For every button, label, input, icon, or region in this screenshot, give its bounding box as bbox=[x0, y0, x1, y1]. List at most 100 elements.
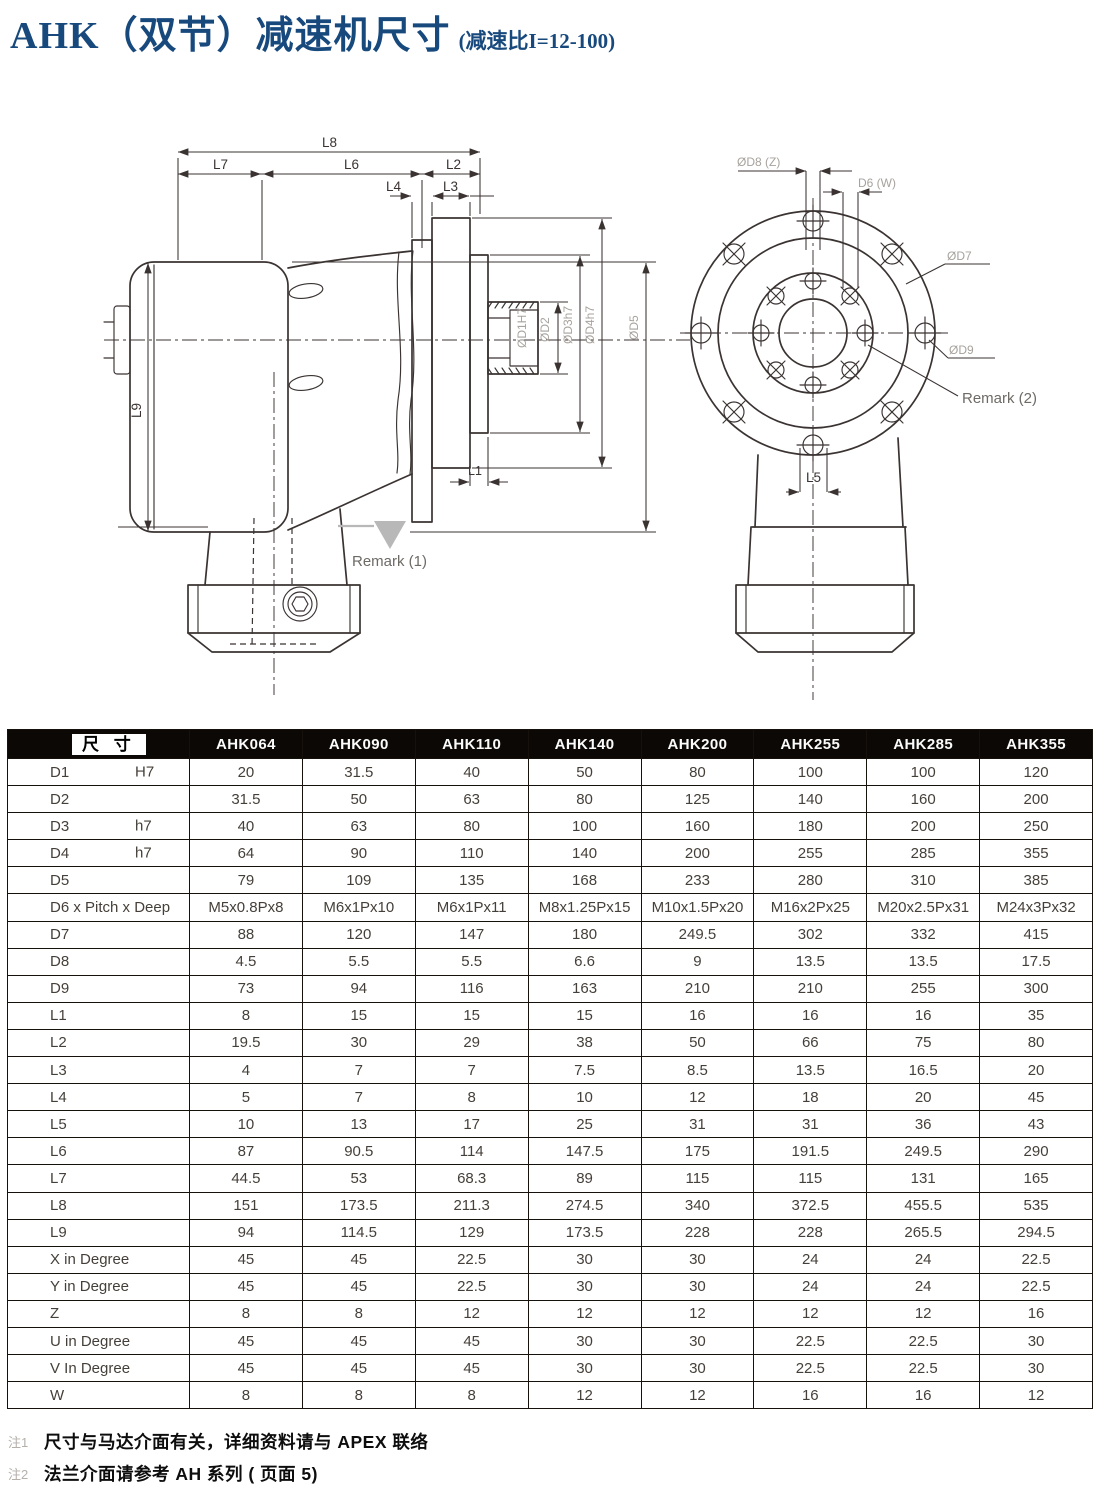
value-cell: 165 bbox=[979, 1164, 1093, 1193]
value-cell: 13.5 bbox=[866, 947, 981, 976]
row-name: Z bbox=[50, 1305, 60, 1323]
model-column-header: AHK090 bbox=[301, 729, 416, 759]
value-cell: 50 bbox=[527, 757, 642, 787]
value-cell: 29 bbox=[414, 1028, 529, 1058]
remark-1-label: Remark (1) bbox=[352, 553, 427, 570]
value-cell: 20 bbox=[189, 757, 303, 787]
value-cell: 355 bbox=[979, 839, 1093, 868]
outer-bolt-holes bbox=[684, 204, 942, 462]
value-cell: 7.5 bbox=[527, 1056, 642, 1085]
dia-label-d2: ØD2 bbox=[538, 317, 552, 342]
value-cell: 45 bbox=[301, 1326, 416, 1356]
row-label: L1 bbox=[7, 1001, 190, 1030]
row-label: L8 bbox=[7, 1191, 190, 1220]
dim-label-L7: L7 bbox=[213, 157, 228, 172]
value-cell: 12 bbox=[866, 1299, 981, 1328]
input-bell-housing bbox=[103, 261, 289, 533]
value-cell: 94 bbox=[301, 974, 416, 1003]
front-view-callouts: ØD8 (Z) D6 (W) ØD7 ØD9 bbox=[737, 155, 995, 496]
value-cell: 7 bbox=[301, 1056, 416, 1085]
value-cell: 88 bbox=[189, 920, 303, 949]
value-cell: 210 bbox=[753, 974, 868, 1003]
row-name: D7 bbox=[50, 926, 70, 944]
value-cell: 22.5 bbox=[753, 1326, 868, 1356]
row-name: D6 x Pitch x Deep bbox=[50, 899, 171, 917]
row-name: V In Degree bbox=[50, 1359, 131, 1377]
value-cell: 30 bbox=[640, 1354, 755, 1383]
row-name: L7 bbox=[50, 1169, 67, 1187]
value-cell: 294.5 bbox=[979, 1218, 1093, 1247]
value-cell: 22.5 bbox=[866, 1326, 981, 1356]
value-cell: 22.5 bbox=[414, 1245, 529, 1274]
row-label: L2 bbox=[7, 1028, 190, 1058]
value-cell: 24 bbox=[866, 1245, 981, 1274]
row-name: D1 bbox=[50, 763, 70, 781]
value-cell: 30 bbox=[301, 1028, 416, 1058]
value-cell: 45 bbox=[414, 1354, 529, 1383]
value-cell: 45 bbox=[189, 1326, 303, 1356]
row-label: L9 bbox=[7, 1218, 190, 1247]
value-cell: 332 bbox=[866, 920, 981, 949]
value-cell: 340 bbox=[640, 1191, 755, 1220]
value-cell: 25 bbox=[527, 1110, 642, 1139]
value-cell: 180 bbox=[527, 920, 642, 949]
value-cell: 415 bbox=[979, 920, 1093, 949]
value-cell: 180 bbox=[753, 812, 868, 841]
value-cell: 255 bbox=[866, 974, 981, 1003]
dia-label-d7: ØD7 bbox=[947, 249, 972, 263]
value-cell: 16 bbox=[753, 1381, 868, 1410]
value-cell: 125 bbox=[640, 785, 755, 814]
row-label: D1 H7 bbox=[7, 757, 190, 787]
table-corner-cell: 尺 寸 bbox=[7, 729, 190, 759]
value-cell: 250 bbox=[979, 812, 1093, 841]
value-cell: 274.5 bbox=[527, 1191, 642, 1220]
front-lower-body bbox=[735, 437, 915, 653]
value-cell: 135 bbox=[414, 866, 529, 895]
value-cell: 30 bbox=[979, 1326, 1093, 1356]
model-column-header: AHK064 bbox=[189, 729, 303, 759]
value-cell: 80 bbox=[979, 1028, 1093, 1058]
value-cell: 36 bbox=[866, 1110, 981, 1139]
value-cell: 53 bbox=[301, 1164, 416, 1193]
row-tolerance: h7 bbox=[135, 817, 152, 835]
value-cell: 535 bbox=[979, 1191, 1093, 1220]
row-name: D9 bbox=[50, 980, 70, 998]
value-cell: 20 bbox=[866, 1083, 981, 1112]
dia-label-d3: ØD3h7 bbox=[561, 306, 575, 344]
side-view-dimensions: L8 L7 L6 L2 L4 L3 bbox=[118, 135, 656, 533]
value-cell: 265.5 bbox=[866, 1218, 981, 1247]
model-column-header: AHK200 bbox=[640, 729, 755, 759]
value-cell: 90 bbox=[301, 839, 416, 868]
value-cell: 131 bbox=[866, 1164, 981, 1193]
value-cell: 20 bbox=[979, 1056, 1093, 1085]
value-cell: 79 bbox=[189, 866, 303, 895]
hex-socket-bolt bbox=[282, 586, 318, 622]
row-name: L2 bbox=[50, 1034, 67, 1052]
value-cell: 19.5 bbox=[189, 1028, 303, 1058]
value-cell: 40 bbox=[189, 812, 303, 841]
value-cell: 30 bbox=[640, 1245, 755, 1274]
dim-label-L2: L2 bbox=[446, 157, 461, 172]
value-cell: 24 bbox=[753, 1245, 868, 1274]
model-column-header: AHK110 bbox=[414, 729, 529, 759]
value-cell: 73 bbox=[189, 974, 303, 1003]
row-tolerance: H7 bbox=[135, 763, 155, 781]
value-cell: 30 bbox=[527, 1245, 642, 1274]
value-cell: 94 bbox=[189, 1218, 303, 1247]
row-label: Y in Degree bbox=[7, 1272, 190, 1301]
row-name: L9 bbox=[50, 1224, 67, 1242]
page-title-main: AHK（双节）减速机尺寸 bbox=[10, 15, 451, 57]
row-label: D8 bbox=[7, 947, 190, 976]
value-cell: 38 bbox=[527, 1028, 642, 1058]
value-cell: 80 bbox=[527, 785, 642, 814]
